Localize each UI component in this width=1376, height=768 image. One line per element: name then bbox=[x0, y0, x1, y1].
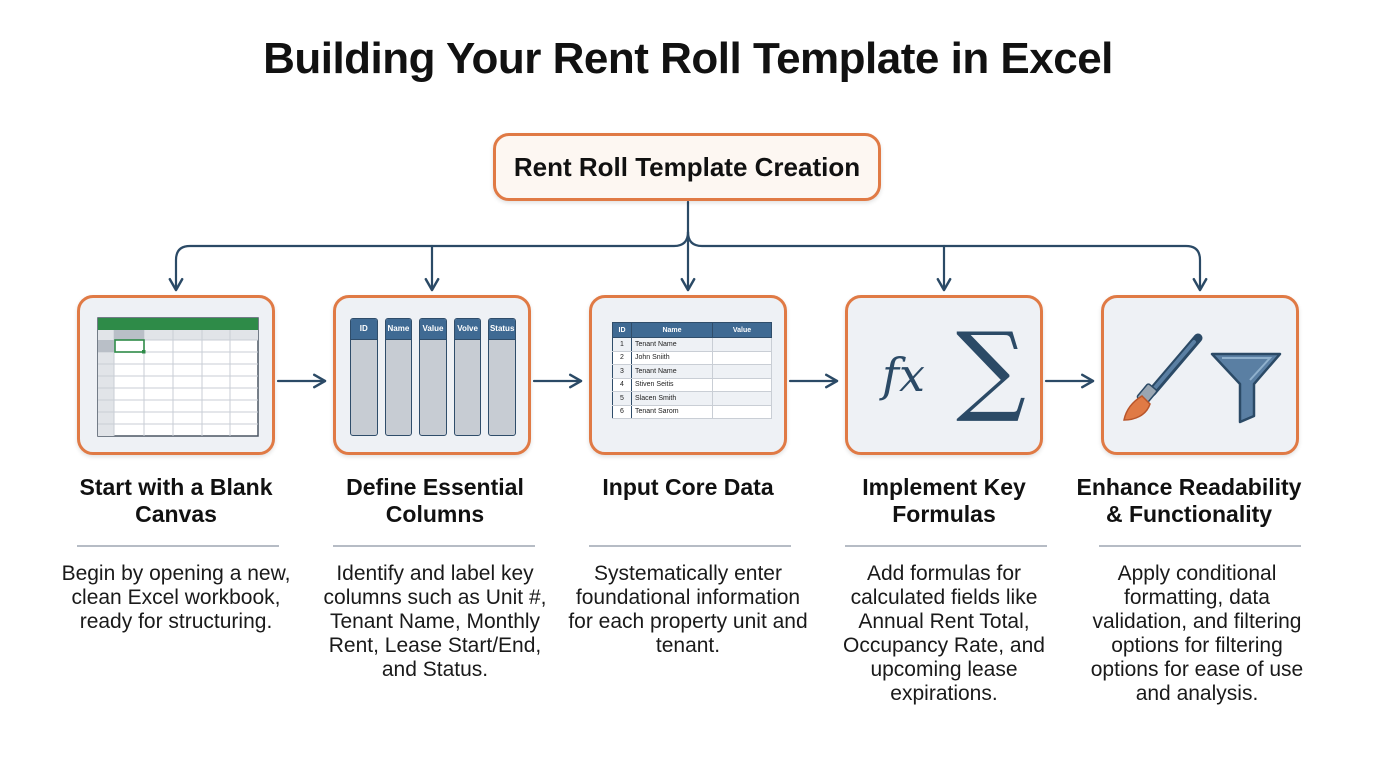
tree-connector bbox=[686, 230, 1208, 292]
step-4-card: fx ∑ bbox=[845, 295, 1043, 455]
table-header: Value bbox=[712, 322, 772, 338]
filter-icon bbox=[1210, 352, 1282, 424]
column-header: Name bbox=[385, 319, 412, 340]
step-1-description: Begin by opening a new, clean Excel work… bbox=[61, 562, 291, 633]
step-3-description: Systematically enter foundational inform… bbox=[568, 562, 808, 657]
step-1-divider bbox=[77, 545, 279, 547]
step-5-title: Enhance Readability & Functionality bbox=[1076, 474, 1302, 527]
step-4-title: Implement Key Formulas bbox=[862, 474, 1026, 527]
column-illustration: ID bbox=[350, 318, 378, 436]
root-node: Rent Roll Template Creation bbox=[493, 133, 881, 201]
step-5-divider bbox=[1099, 545, 1301, 547]
column-header: Value bbox=[420, 319, 446, 340]
column-header: Volve bbox=[454, 319, 481, 340]
table-header: Name bbox=[631, 322, 713, 338]
step-5-description: Apply conditional formatting, data valid… bbox=[1090, 562, 1304, 705]
step-5-card bbox=[1101, 295, 1299, 455]
step-2-divider bbox=[333, 545, 535, 547]
paintbrush-icon bbox=[1123, 333, 1203, 421]
step-3-title: Input Core Data bbox=[602, 474, 774, 500]
sigma-icon: ∑ bbox=[956, 312, 1026, 426]
step-2-card: ID Name Value Volve Status bbox=[333, 295, 531, 455]
columns-icon: ID Name Value Volve Status bbox=[350, 318, 516, 436]
step-1-card bbox=[77, 295, 275, 455]
column-illustration: Status bbox=[488, 318, 516, 436]
step-2-title: Define Essential Columns bbox=[346, 474, 524, 527]
fx-symbol: fx bbox=[882, 348, 925, 402]
paintbrush-filter-icon bbox=[1123, 333, 1282, 424]
step-3-divider bbox=[589, 545, 791, 547]
step-4-description: Add formulas for calculated fields like … bbox=[843, 562, 1045, 705]
step-4-divider bbox=[845, 545, 1047, 547]
step-2-description: Identify and label key columns such as U… bbox=[323, 562, 547, 681]
table-header: ID bbox=[612, 322, 632, 338]
column-illustration: Volve bbox=[453, 318, 482, 436]
step-1-title: Start with a Blank Canvas bbox=[79, 474, 273, 527]
column-illustration: Value bbox=[419, 318, 447, 436]
column-header: Status bbox=[489, 319, 515, 340]
column-header: ID bbox=[351, 319, 377, 340]
blank-spreadsheet-icon bbox=[97, 317, 259, 437]
page-title: Building Your Rent Roll Template in Exce… bbox=[263, 34, 1113, 83]
column-illustration: Name bbox=[384, 318, 413, 436]
